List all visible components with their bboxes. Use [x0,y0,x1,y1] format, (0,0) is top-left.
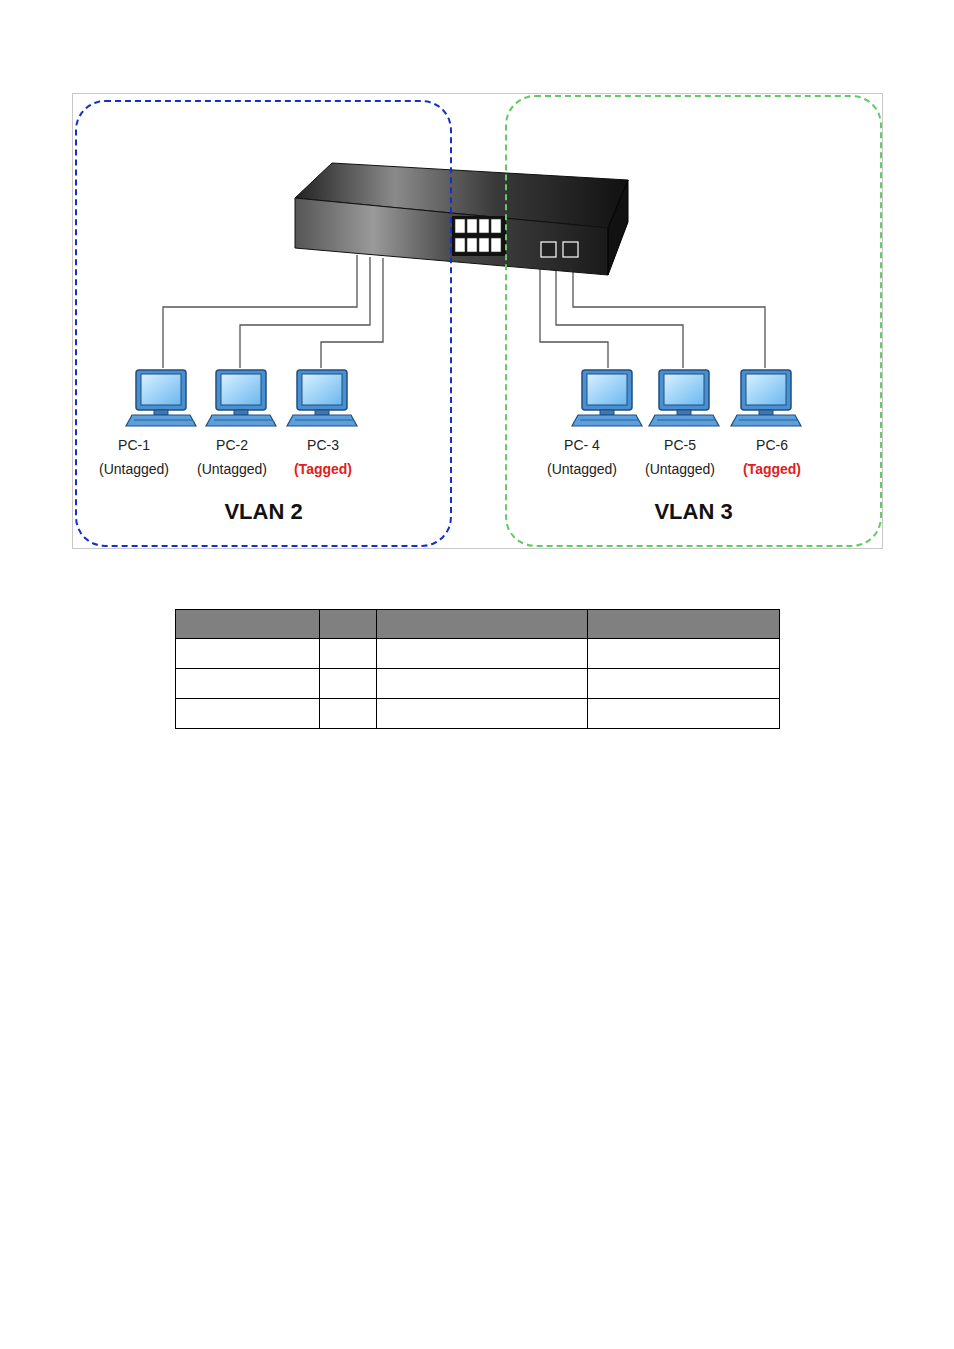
vlan-title: VLAN 3 [507,499,880,525]
vlan-region: VLAN 2PC-1(Untagged)PC-2(Untagged)PC-3(T… [75,100,452,547]
pc-label-group: PC-2 (Untagged) [183,436,281,478]
pc-name: PC-3 [274,436,372,454]
pc-label-group: PC-1 (Untagged) [85,436,183,478]
tag-status: (Untagged) [183,460,281,478]
network-switch [295,163,628,275]
cable [163,255,765,368]
tag-status: (Untagged) [85,460,183,478]
pc-icon [126,370,801,426]
empty-table [175,609,780,729]
vlan-region: VLAN 3PC- 4(Untagged)PC-5(Untagged)PC-6(… [505,95,882,547]
vlan-title: VLAN 2 [77,499,450,525]
tag-status: (Tagged) [723,460,821,478]
tag-status: (Tagged) [274,460,372,478]
pc-name: PC-5 [631,436,729,454]
pc-label-group: PC-5 (Untagged) [631,436,729,478]
pc-name: PC-2 [183,436,281,454]
pc-label-group: PC-3 (Tagged) [274,436,372,478]
pc-name: PC-1 [85,436,183,454]
tag-status: (Untagged) [631,460,729,478]
pc-label-group: PC-6 (Tagged) [723,436,821,478]
tag-status: (Untagged) [533,460,631,478]
pc-label-group: PC- 4 (Untagged) [533,436,631,478]
pc-name: PC- 4 [533,436,631,454]
pc-name: PC-6 [723,436,821,454]
figure-frame [73,94,883,549]
